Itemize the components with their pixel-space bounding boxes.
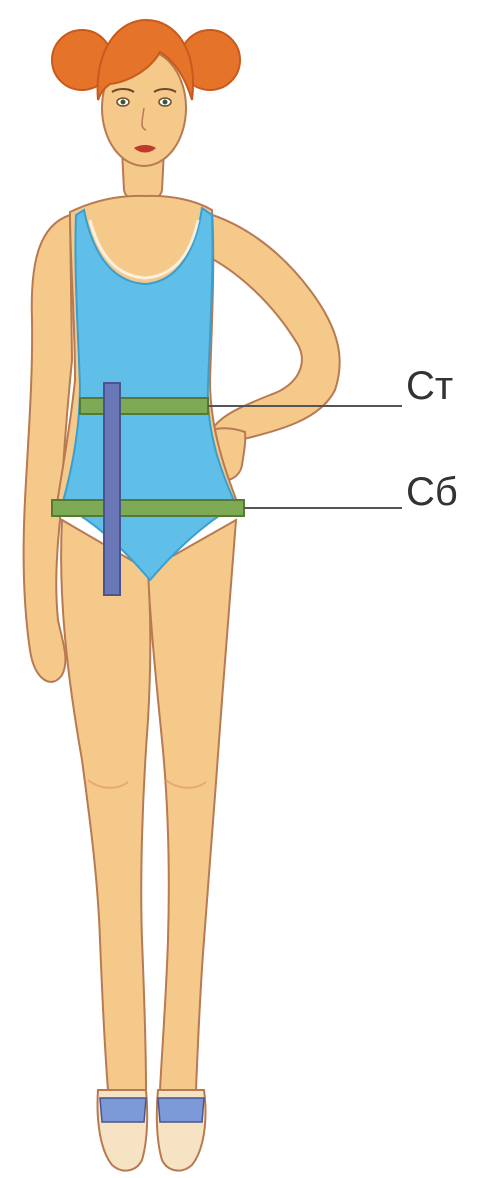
left-leg — [61, 520, 150, 1090]
measuring-ruler-icon — [104, 383, 120, 595]
right-arm — [195, 210, 340, 442]
waist-label: Ст — [406, 366, 453, 406]
hip-label: Сб — [406, 472, 458, 512]
measuring-tape-icon — [80, 398, 208, 414]
measuring-tape-hip — [52, 500, 244, 516]
right-leg — [148, 520, 236, 1090]
